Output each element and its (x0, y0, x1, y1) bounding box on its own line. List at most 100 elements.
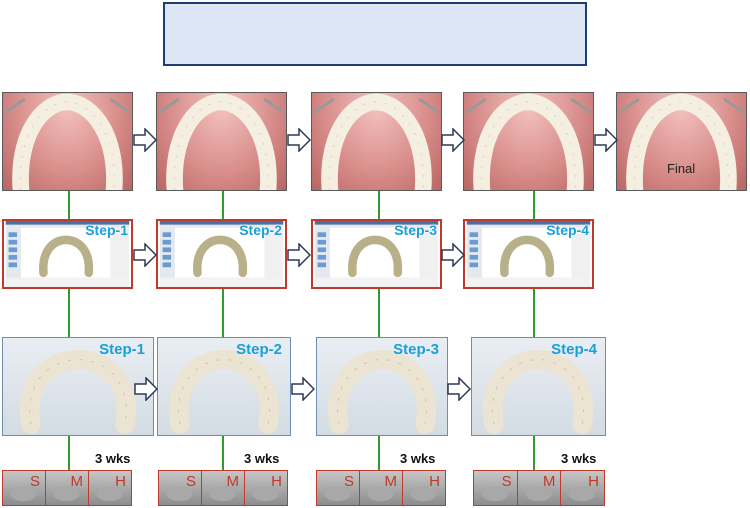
sheet-medium: M (46, 471, 89, 505)
connector-line (378, 191, 380, 219)
hardness-strip-1: S M H (2, 470, 132, 506)
photo-label-final: Final (667, 161, 696, 176)
sheet-medium: M (360, 471, 403, 505)
right-arrow-icon (291, 377, 315, 401)
dental-arch-icon (465, 93, 592, 190)
sheet-icon (252, 486, 279, 502)
sheet-label: H (115, 473, 126, 490)
cad-model-icon (466, 221, 591, 287)
cad-model-icon (314, 221, 439, 287)
right-arrow-icon (447, 377, 471, 401)
sheet-medium: M (517, 471, 562, 505)
right-arrow-icon (133, 128, 157, 152)
tray-step-label: Step-2 (236, 341, 282, 358)
connector-line (378, 436, 380, 470)
sheet-icon (10, 486, 37, 502)
intraoral-photo-final: Final (616, 92, 747, 191)
connector-line (533, 191, 535, 219)
tray-step-label: Step-3 (393, 341, 439, 358)
title-box (163, 2, 587, 66)
cad-model-icon (159, 221, 284, 287)
sheet-label: H (588, 473, 600, 490)
hardness-strip-2: S M H (158, 470, 288, 506)
cad-step-label: Step-4 (546, 222, 589, 238)
right-arrow-icon (287, 128, 311, 152)
sheet-icon (481, 486, 509, 502)
dental-arch-icon (158, 93, 285, 190)
sheet-label: S (29, 473, 40, 490)
cad-model-icon (5, 221, 130, 287)
connector-line (68, 191, 70, 219)
aligner-tray-icon (168, 349, 280, 435)
cad-screen-step-2: Step-2 (156, 219, 287, 289)
connector-line (533, 289, 535, 337)
tray-photo-step-3: Step-3 (316, 337, 448, 436)
sheet-icon (410, 486, 437, 502)
tray-step-label: Step-1 (99, 341, 145, 358)
duration-label: 3 wks (561, 451, 597, 466)
duration-label: 3 wks (244, 451, 280, 466)
aligner-tray-icon (19, 349, 137, 435)
sheet-icon (166, 486, 193, 502)
cad-step-label: Step-1 (85, 222, 128, 238)
intraoral-photo-2 (156, 92, 287, 191)
sheet-soft: S (159, 471, 202, 505)
tray-photo-step-1: Step-1 (2, 337, 154, 436)
right-arrow-icon (441, 128, 465, 152)
connector-line (378, 289, 380, 337)
dental-arch-icon (618, 93, 745, 190)
connector-line (222, 289, 224, 337)
right-arrow-icon (594, 128, 618, 152)
sheet-label: M (70, 473, 84, 490)
sheet-label: S (185, 473, 196, 490)
aligner-tray-icon (327, 349, 437, 435)
sheet-icon (53, 486, 80, 502)
intraoral-photo-4 (463, 92, 594, 191)
sheet-icon (367, 486, 394, 502)
cad-screen-step-4: Step-4 (463, 219, 594, 289)
sheet-label: S (343, 473, 354, 490)
sheet-hard: H (561, 471, 605, 505)
connector-line (533, 436, 535, 470)
right-arrow-icon (441, 243, 465, 267)
sheet-label: M (226, 473, 240, 490)
sheet-icon (525, 486, 552, 502)
sheet-icon (324, 486, 351, 502)
duration-label: 3 wks (95, 451, 131, 466)
connector-line (68, 436, 70, 470)
sheet-icon (209, 486, 236, 502)
sheet-soft: S (3, 471, 46, 505)
intraoral-photo-3 (311, 92, 442, 191)
sheet-label: M (384, 473, 398, 490)
hardness-strip-4: S M H (473, 470, 605, 506)
sheet-hard: H (403, 471, 445, 505)
right-arrow-icon (287, 243, 311, 267)
hardness-strip-3: S M H (316, 470, 446, 506)
sheet-medium: M (202, 471, 245, 505)
sheet-soft: S (474, 471, 518, 505)
connector-line (68, 289, 70, 337)
intraoral-photo-1 (2, 92, 133, 191)
sheet-hard: H (89, 471, 131, 505)
connector-line (222, 191, 224, 219)
right-arrow-icon (133, 243, 157, 267)
dental-arch-icon (4, 93, 131, 190)
sheet-label: M (542, 473, 556, 490)
tray-photo-step-2: Step-2 (157, 337, 291, 436)
sheet-label: H (271, 473, 282, 490)
cad-screen-step-1: Step-1 (2, 219, 133, 289)
tray-step-label: Step-4 (551, 341, 597, 358)
dental-arch-icon (313, 93, 440, 190)
sheet-icon (96, 486, 123, 502)
duration-label: 3 wks (400, 451, 436, 466)
cad-step-label: Step-3 (394, 222, 437, 238)
sheet-soft: S (317, 471, 360, 505)
cad-step-label: Step-2 (239, 222, 282, 238)
sheet-label: H (429, 473, 440, 490)
aligner-tray-icon (482, 349, 594, 435)
sheet-hard: H (245, 471, 287, 505)
sheet-icon (568, 486, 596, 502)
sheet-label: S (501, 473, 512, 490)
right-arrow-icon (134, 377, 158, 401)
connector-line (222, 436, 224, 470)
